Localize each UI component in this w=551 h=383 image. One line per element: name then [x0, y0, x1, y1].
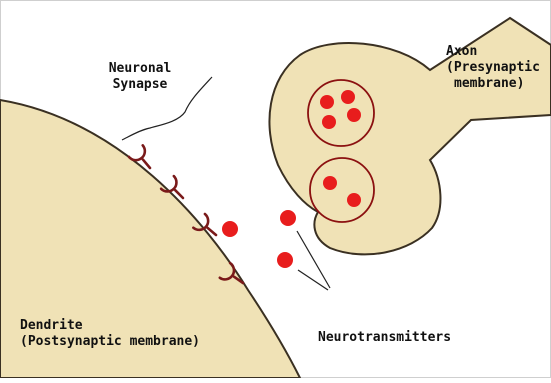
neurotransmitters-label: Neurotransmitters [318, 330, 451, 346]
neurotransmitter-dot [323, 176, 337, 190]
released-neurotransmitter [277, 252, 293, 268]
dendrite-label-line2: (Postsynaptic membrane) [20, 334, 200, 350]
axon-label-line3: membrane) [446, 76, 540, 92]
neurotransmitter-dot [320, 95, 334, 109]
axon-label-line2: (Presynaptic [446, 60, 540, 76]
neurotransmitter-dot [322, 115, 336, 129]
dendrite-label: Dendrite (Postsynaptic membrane) [20, 318, 200, 350]
synapse-label-line2: Synapse [98, 77, 182, 93]
neurotransmitter-dot [347, 108, 361, 122]
synapse-label-line1: Neuronal [98, 61, 182, 77]
receptor-bound-neurotransmitter [222, 221, 238, 237]
neurotransmitter-pointer-line [298, 270, 328, 290]
neurotransmitter-dot [347, 193, 361, 207]
dendrite-label-line1: Dendrite [20, 318, 200, 334]
synapse-label: Neuronal Synapse [98, 61, 182, 93]
axon-label: Axon (Presynaptic membrane) [446, 44, 540, 92]
neurotransmitter-dot [341, 90, 355, 104]
axon-label-line1: Axon [446, 44, 540, 60]
released-neurotransmitter [280, 210, 296, 226]
